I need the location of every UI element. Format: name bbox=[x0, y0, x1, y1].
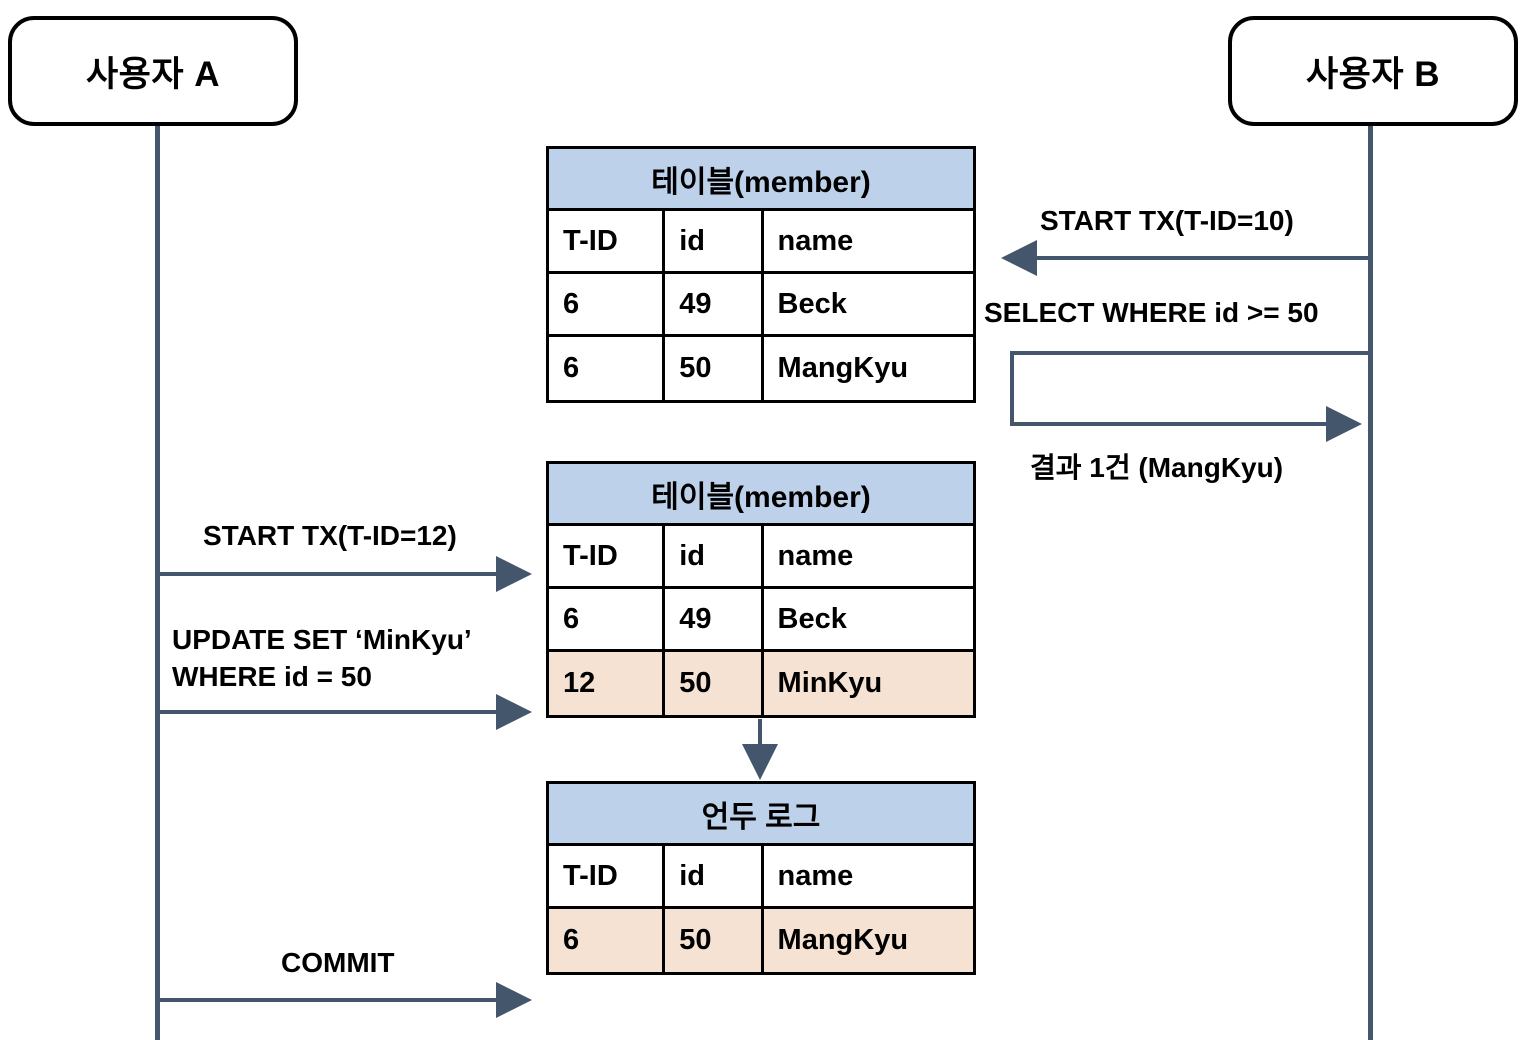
cell-id: 50 bbox=[665, 337, 764, 400]
lifeline-user-b bbox=[1368, 126, 1373, 1040]
cell-id: 49 bbox=[665, 589, 764, 649]
table-title: 테이블(member) bbox=[549, 464, 973, 526]
cell-id: 50 bbox=[665, 909, 764, 972]
table-header-row: T-ID id name bbox=[549, 211, 973, 274]
arrow-select-self-loop bbox=[1010, 351, 1368, 442]
cell-tid: 6 bbox=[549, 909, 666, 972]
actor-label-user-b: 사용자 B bbox=[1305, 54, 1441, 94]
column-header-id: id bbox=[665, 211, 764, 271]
table-header-row: T-ID id name bbox=[549, 526, 973, 589]
actor-label-user-a: 사용자 A bbox=[85, 54, 221, 94]
cell-name: Beck bbox=[777, 287, 847, 320]
column-header-tid: T-ID bbox=[549, 526, 666, 586]
cell-name: Beck bbox=[777, 602, 847, 635]
table-row: 6 50 MangKyu bbox=[549, 337, 973, 400]
cell-tid: 6 bbox=[549, 337, 666, 400]
table-row: 6 49 Beck bbox=[549, 274, 973, 337]
cell-tid: 6 bbox=[549, 589, 666, 649]
message-label-update-set: UPDATE SET ‘MinKyu’ WHERE id = 50 bbox=[172, 624, 472, 692]
cell-name: MangKyu bbox=[777, 352, 909, 384]
message-label-select-where: SELECT WHERE id >= 50 bbox=[984, 297, 1319, 328]
cell-tid: 12 bbox=[549, 652, 666, 715]
column-header-name: name bbox=[777, 539, 854, 572]
column-header-name: name bbox=[777, 224, 854, 257]
table-header-row: T-ID id name bbox=[549, 846, 973, 909]
cell-tid: 6 bbox=[549, 274, 666, 334]
table-undo-log: 언두 로그 T-ID id name 6 50 MangKyu bbox=[546, 781, 976, 975]
table-title: 언두 로그 bbox=[549, 784, 973, 846]
column-header-id: id bbox=[665, 526, 764, 586]
column-header-name: name bbox=[777, 859, 854, 892]
cell-name: MinKyu bbox=[763, 652, 973, 715]
column-header-id: id bbox=[665, 846, 764, 906]
message-label-start-tx-b: START TX(T-ID=10) bbox=[1040, 205, 1294, 236]
lifeline-user-a bbox=[155, 126, 160, 1040]
cell-name: MangKyu bbox=[763, 909, 973, 972]
actor-box-user-a: 사용자 A bbox=[8, 16, 298, 126]
message-label-commit: COMMIT bbox=[281, 947, 395, 978]
table-member-initial: 테이블(member) T-ID id name 6 49 Beck 6 50 … bbox=[546, 146, 976, 403]
table-title: 테이블(member) bbox=[549, 149, 973, 211]
table-row: 6 49 Beck bbox=[549, 589, 973, 652]
actor-box-user-b: 사용자 B bbox=[1228, 16, 1518, 126]
table-member-updated: 테이블(member) T-ID id name 6 49 Beck 12 50… bbox=[546, 461, 976, 718]
column-header-tid: T-ID bbox=[549, 211, 666, 271]
column-header-tid: T-ID bbox=[549, 846, 666, 906]
cell-id: 50 bbox=[665, 652, 764, 715]
message-label-start-tx-a: START TX(T-ID=12) bbox=[203, 520, 457, 551]
message-label-result-row: 결과 1건 (MangKyu) bbox=[1030, 452, 1284, 483]
table-row-highlighted: 12 50 MinKyu bbox=[549, 652, 973, 715]
table-row-highlighted: 6 50 MangKyu bbox=[549, 909, 973, 972]
cell-id: 49 bbox=[665, 274, 764, 334]
